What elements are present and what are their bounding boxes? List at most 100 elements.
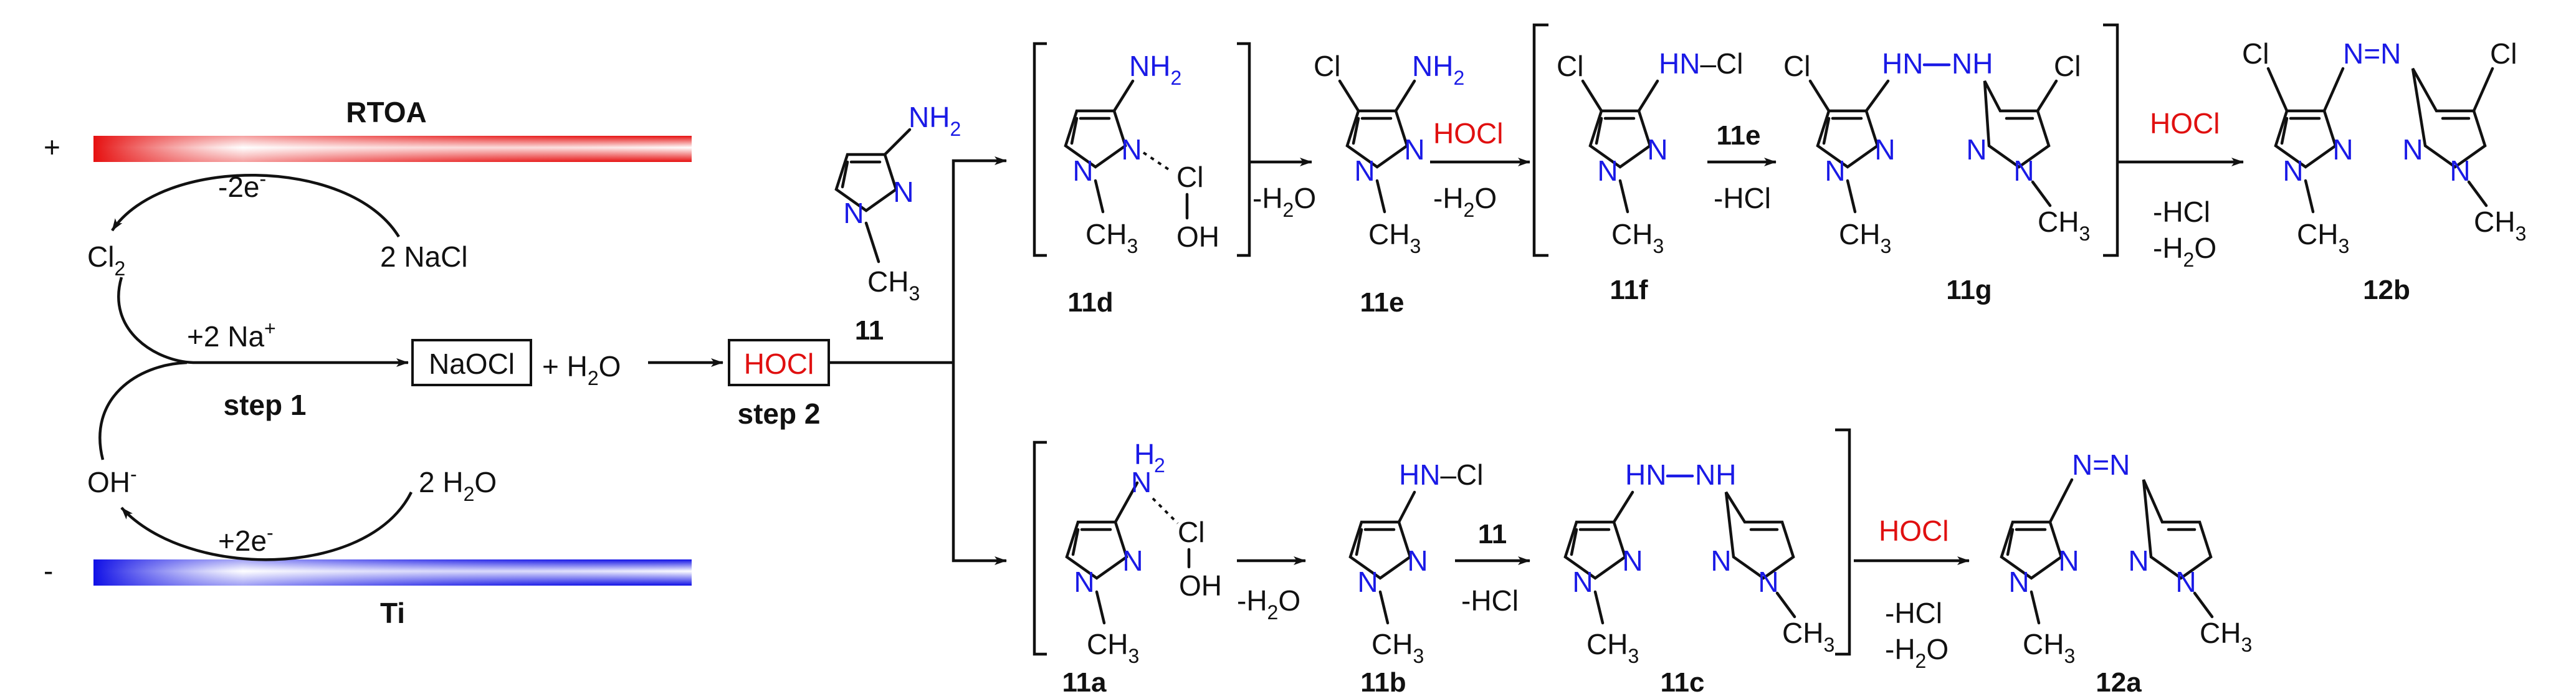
svg-text:Cl: Cl: [2490, 37, 2517, 70]
svg-text:CH3: CH3: [1586, 628, 1639, 667]
svg-text:CH3: CH3: [2297, 218, 2349, 257]
svg-text:N: N: [1407, 544, 1428, 577]
hocl-reagent-2: HOCl: [2150, 107, 2220, 140]
compound-id-11b: 11b: [1360, 667, 1406, 698]
svg-text:HN–Cl: HN–Cl: [1399, 459, 1484, 491]
svg-text:N: N: [1122, 544, 1143, 577]
svg-text:NH2: NH2: [1129, 50, 1181, 89]
compound-id-11c: 11c: [1661, 667, 1705, 698]
svg-text:N: N: [1357, 566, 1378, 598]
svg-text:N: N: [1404, 133, 1424, 166]
hocl-reagent-3: HOCl: [1879, 515, 1949, 547]
compound-id-11d: 11d: [1067, 287, 1113, 318]
minus-water-3: -H2O: [2153, 232, 2216, 271]
svg-text:HN: HN: [1625, 459, 1666, 491]
svg-text:N: N: [1121, 133, 1142, 166]
svg-text:N: N: [1131, 466, 1152, 498]
svg-text:Cl: Cl: [1783, 50, 1810, 82]
svg-text:NH: NH: [1695, 459, 1736, 491]
plus-2e-cathode: +2e: [218, 525, 267, 557]
cl2-label: Cl2: [87, 240, 125, 280]
svg-text:N: N: [1758, 566, 1778, 598]
svg-text:N: N: [893, 176, 914, 208]
compound-11d: NH2 N N Cl OH CH3 11d: [1033, 42, 1251, 318]
svg-text:N=N: N=N: [2343, 37, 2401, 70]
minus-2e-anode: -2e: [218, 171, 259, 203]
minus-water-5: -H2O: [1885, 633, 1949, 672]
svg-text:N: N: [1072, 155, 1093, 187]
svg-text:N: N: [2402, 133, 2423, 166]
svg-text:N: N: [1647, 133, 1667, 166]
svg-text:N: N: [1597, 155, 1618, 187]
water-label: 2 H2O: [419, 466, 497, 505]
svg-text:+2e-: +2e-: [218, 521, 274, 557]
svg-text:N: N: [2058, 544, 2079, 577]
hocl-box-label: HOCl: [744, 348, 814, 380]
svg-text:OH: OH: [1179, 569, 1222, 602]
svg-text:N: N: [1572, 566, 1593, 598]
svg-text:HN: HN: [1882, 47, 1923, 80]
svg-text:Cl: Cl: [1178, 516, 1205, 548]
compound-id-12a: 12a: [2096, 667, 2142, 698]
svg-text:CH3: CH3: [2200, 617, 2252, 656]
compound-id-11f: 11f: [1610, 275, 1648, 305]
svg-text:CH3: CH3: [1839, 218, 1891, 257]
svg-text:NH2: NH2: [909, 101, 961, 140]
svg-text:N: N: [2283, 155, 2303, 187]
compound-11e: Cl NH2 N N CH3 11e: [1314, 50, 1464, 318]
svg-text:N: N: [2008, 566, 2029, 598]
svg-text:Cl: Cl: [1176, 161, 1203, 193]
plus-2na-label: +2 Na: [187, 320, 264, 353]
svg-text:N: N: [1874, 133, 1895, 166]
svg-text:N: N: [1966, 133, 1987, 166]
svg-text:CH3: CH3: [1782, 617, 1834, 656]
naocl-box: [411, 339, 532, 386]
compound-11a: H 2 N Cl OH N N CH3 11a: [1033, 438, 1222, 698]
anode-label: RTOA: [346, 96, 427, 128]
svg-text:OH-: OH-: [87, 463, 137, 498]
minus-hcl-3: -HCl: [1461, 584, 1519, 617]
compound-id-11: 11: [855, 315, 884, 346]
minus-water-4: -H2O: [1237, 584, 1300, 624]
svg-text:OH: OH: [1176, 221, 1219, 253]
step1-label: step 1: [224, 389, 307, 421]
svg-text:Cl: Cl: [1557, 50, 1583, 82]
compound-11c: HN NH N N CH3 N N CH3 11c: [1565, 459, 1834, 698]
svg-text:CH3: CH3: [2038, 206, 2090, 245]
minus-hcl-4: -HCl: [1885, 597, 1942, 629]
compound-12a: N=N N N CH3 N N CH3 12a: [2001, 449, 2252, 698]
anode-sign: +: [44, 131, 60, 163]
svg-text:N: N: [1825, 155, 1845, 187]
compound-id-11g: 11g: [1946, 275, 1992, 305]
svg-text:+2 Na+: +2 Na+: [187, 317, 276, 353]
compound-id-12b: 12b: [2363, 275, 2410, 305]
svg-text:N: N: [2450, 155, 2470, 187]
svg-text:N: N: [1074, 566, 1094, 598]
minus-water-1: -H2O: [1252, 182, 1316, 221]
svg-text:CH3: CH3: [1087, 628, 1139, 667]
svg-text:NH: NH: [1952, 47, 1993, 80]
compound-id-11e: 11e: [1360, 287, 1405, 318]
svg-text:NH2: NH2: [1412, 50, 1464, 89]
svg-text:CH3: CH3: [867, 265, 920, 305]
svg-text:-2e-: -2e-: [218, 168, 266, 203]
svg-text:Cl: Cl: [2242, 37, 2269, 70]
cathode-sign: -: [44, 554, 53, 587]
plus-water-label: + H2O: [542, 350, 621, 389]
compound-11g: Cl HN NH N N CH3 Cl N N CH3 11g: [1783, 47, 2090, 305]
compound-11f: Cl HN–Cl N N CH3 11f: [1557, 47, 1744, 305]
cathode-label: Ti: [380, 597, 405, 629]
svg-text:Cl: Cl: [1314, 50, 1340, 82]
reagent-11: 11: [1478, 519, 1507, 549]
svg-text:2: 2: [1154, 454, 1165, 477]
svg-text:CH3: CH3: [1368, 218, 1421, 257]
compound-11b: HN–Cl N N CH3 11b: [1350, 459, 1484, 698]
minus-water-2: -H2O: [1433, 182, 1497, 221]
svg-text:N: N: [1354, 155, 1375, 187]
svg-text:N: N: [1622, 544, 1643, 577]
reagent-11e: 11e: [1717, 120, 1761, 151]
minus-hcl-2: -HCl: [2153, 196, 2210, 228]
svg-text:Cl: Cl: [2054, 50, 2081, 82]
